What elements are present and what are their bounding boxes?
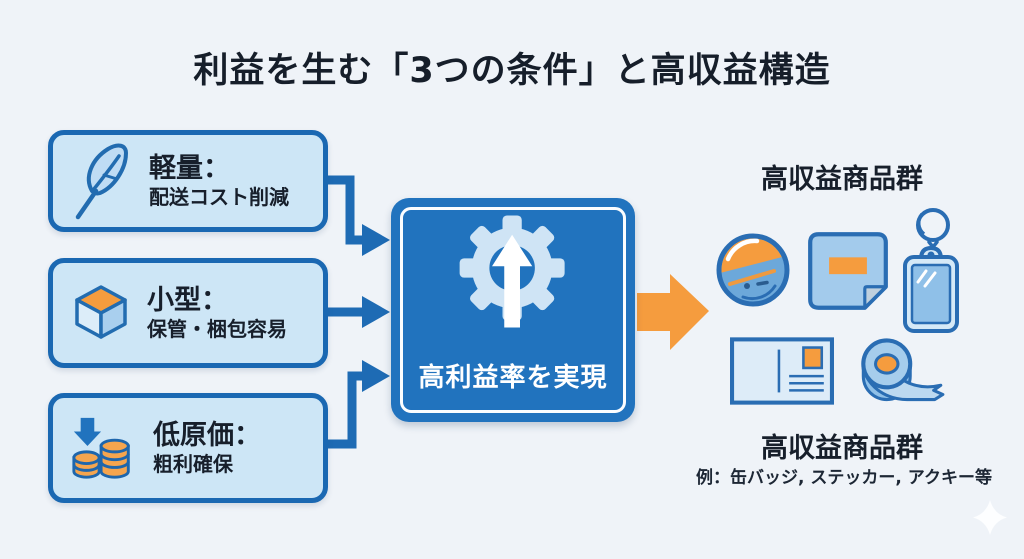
feather-icon — [69, 139, 135, 223]
tape-icon — [861, 338, 945, 402]
postcard-icon — [730, 337, 834, 405]
profit-result-box: 高利益率を実現 — [391, 198, 635, 422]
condition-subtitle: 配送コスト削減 — [149, 185, 289, 210]
page-title: 利益を生む「3つの条件」と高収益構造 — [193, 51, 831, 91]
condition-box-lightweight: 軽量： 配送コスト削減 — [48, 130, 328, 232]
coins-down-arrow-icon — [69, 413, 139, 483]
can-badge-icon — [716, 233, 790, 307]
condition-title: 低原価： — [153, 419, 261, 451]
profit-result-label: 高利益率を実現 — [418, 363, 608, 393]
condition-box-small: 小型： 保管・梱包容易 — [48, 258, 328, 368]
cube-icon — [69, 281, 133, 345]
sticker-icon — [808, 232, 888, 310]
product-group-label-top: 高収益商品群 — [761, 164, 923, 195]
condition-box-lowcost: 低原価： 粗利確保 — [48, 393, 328, 503]
condition-subtitle: 保管・梱包容易 — [147, 317, 287, 342]
sparkle-icon — [973, 500, 1007, 535]
blue-connector-arrowheads — [362, 224, 390, 392]
orange-flow-arrow — [637, 274, 709, 350]
product-group-label-bottom: 高収益商品群 — [761, 433, 923, 464]
gear-up-arrow-icon — [459, 215, 565, 328]
condition-title: 軽量： — [149, 152, 230, 184]
blue-connector-lines — [328, 175, 364, 449]
condition-title: 小型： — [147, 284, 228, 316]
product-examples-text: 例：缶バッジ, ステッカー, アクキー等 — [696, 468, 992, 488]
acrylic-keychain-icon — [903, 208, 959, 333]
condition-subtitle: 粗利確保 — [153, 452, 233, 477]
